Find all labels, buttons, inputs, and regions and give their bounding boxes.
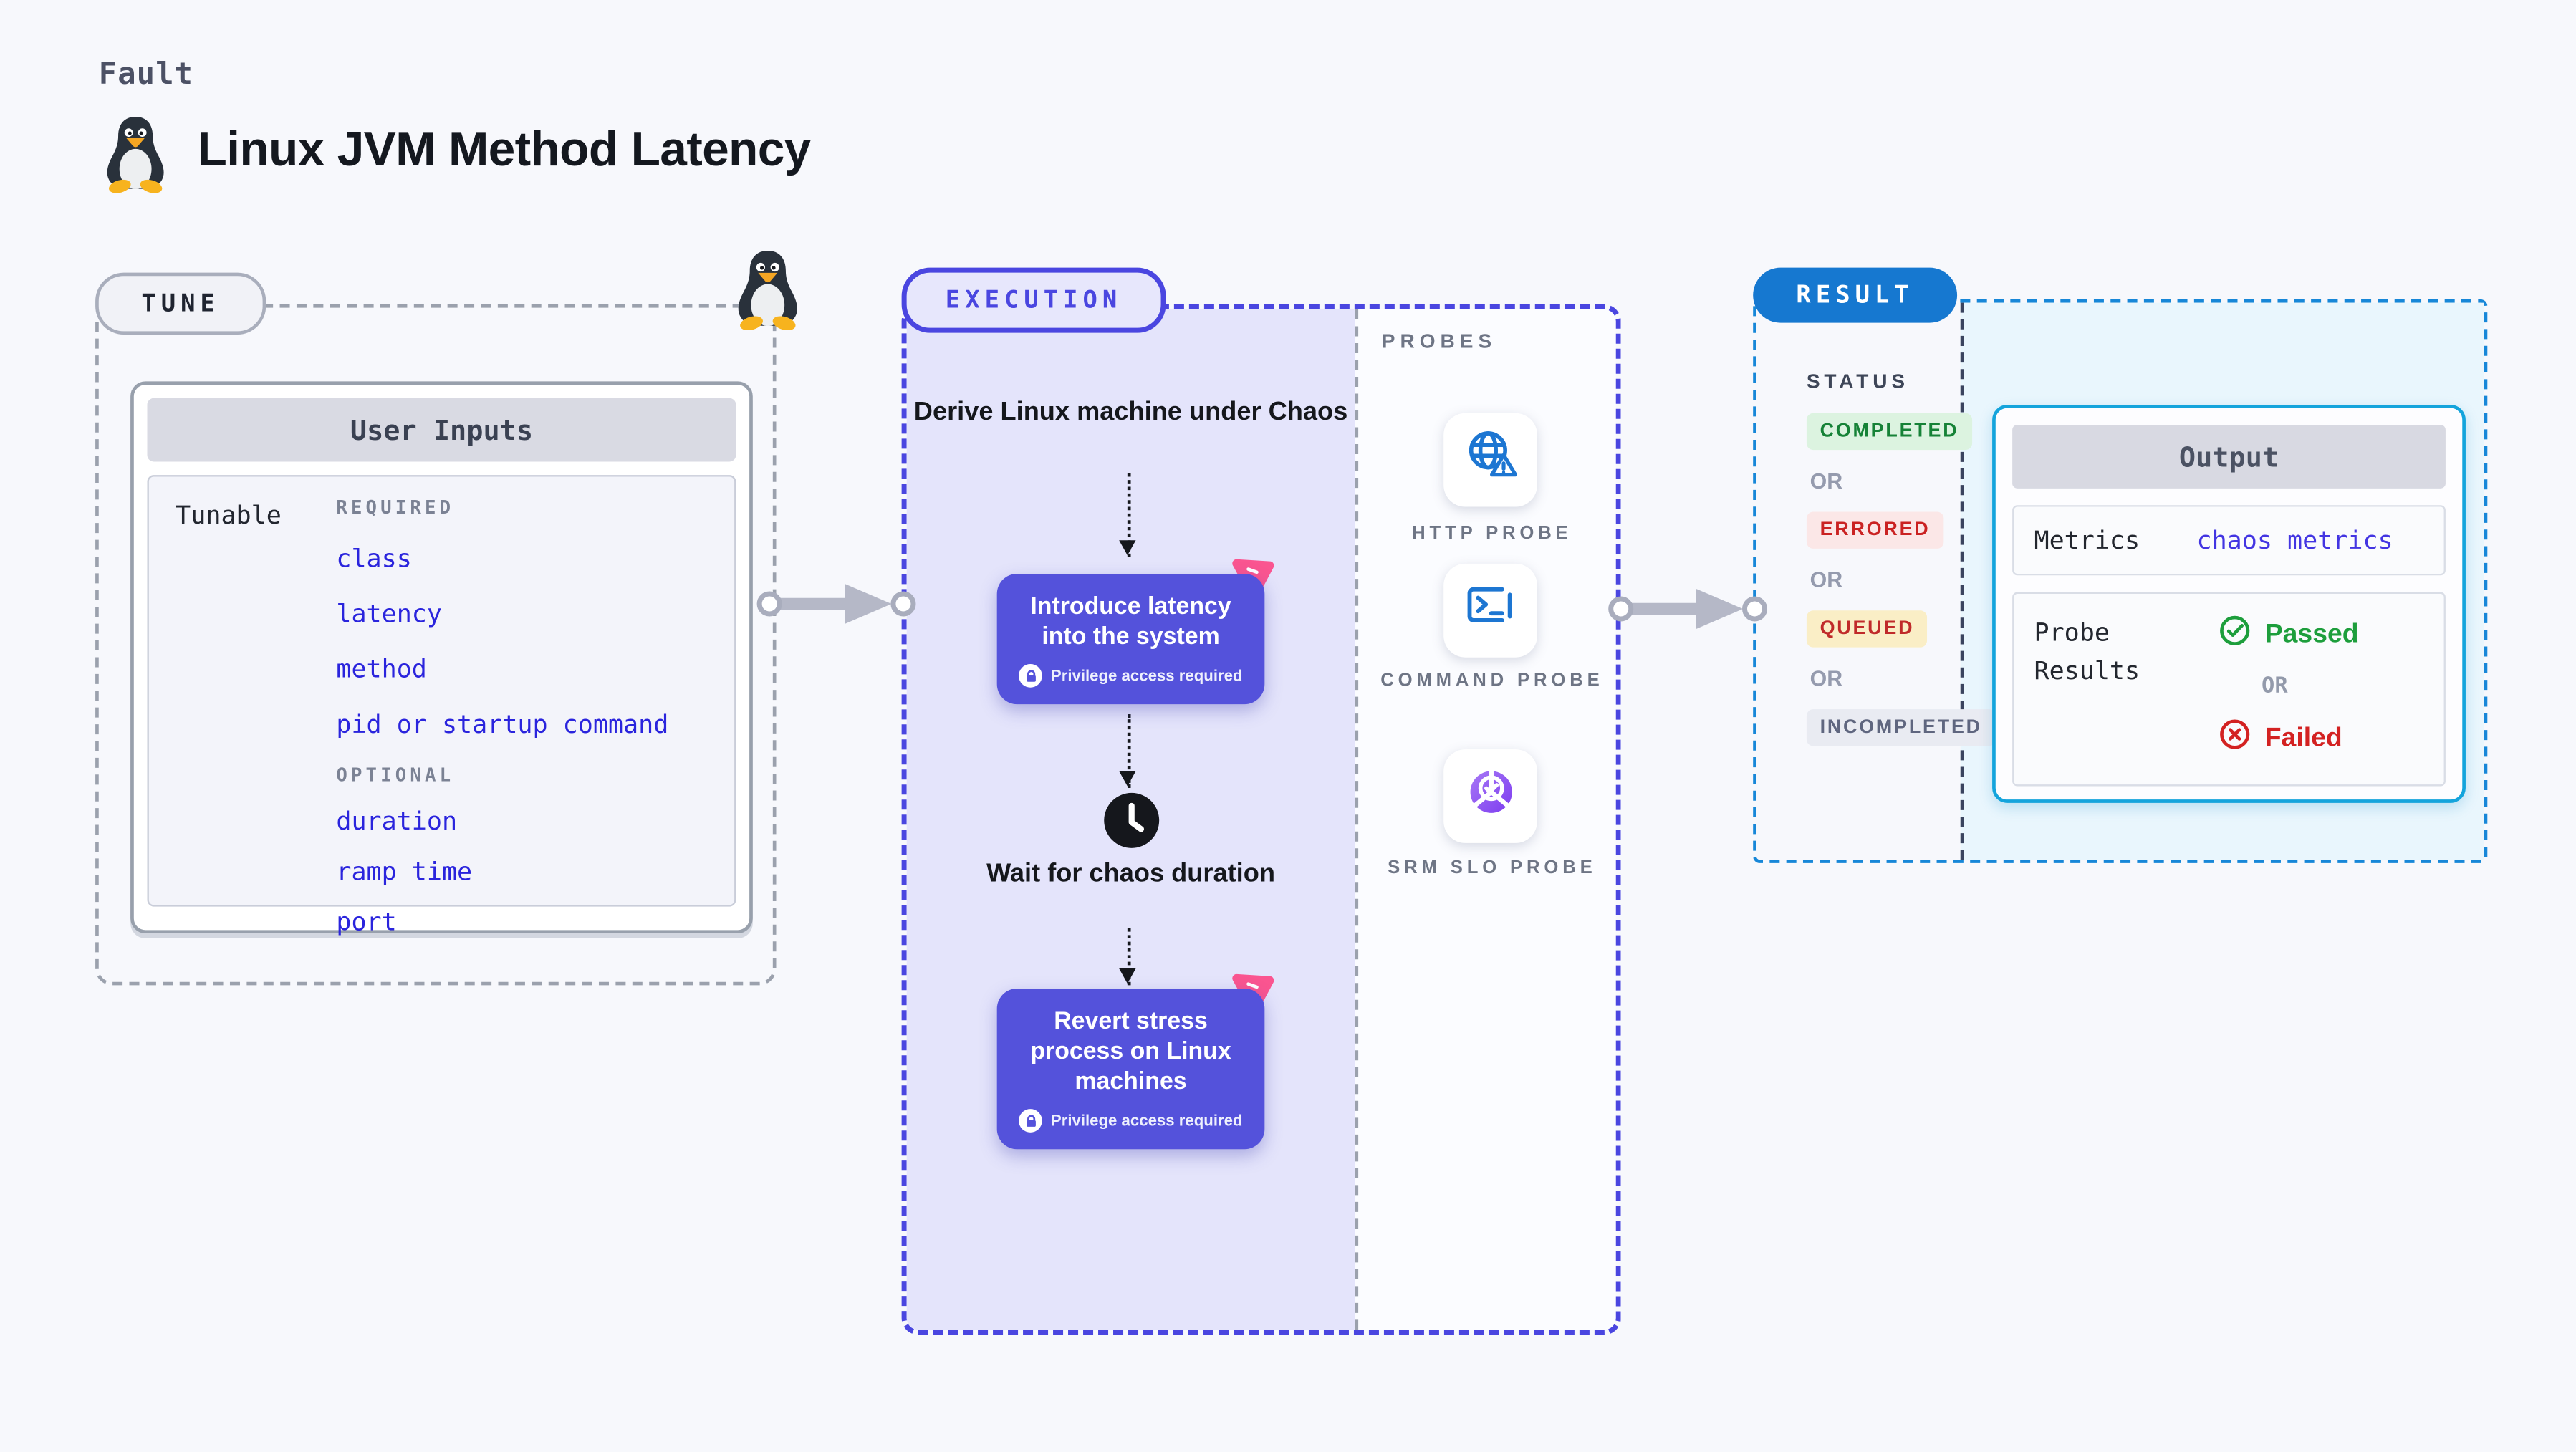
x-circle-icon [2218,718,2251,759]
derive-step-text: Derive Linux machine under Chaos [913,398,1348,427]
tune-section [95,304,777,986]
or-label: OR [1810,468,1843,494]
tunable-link-duration[interactable]: duration [336,806,458,837]
probes-panel: PROBES [1355,309,1616,1330]
action-title: Revert stress process on Linux machines [1030,1009,1231,1097]
tunable-link-pid-or-startup-command[interactable]: pid or startup command [336,709,669,740]
flow-connector [1119,473,1136,557]
probe-results-row: Probe Results Passed OR [2012,592,2446,787]
globe-alert-icon [1459,425,1521,495]
command-probe-label: COMMAND PROBE [1380,670,1604,691]
user-inputs-card: User Inputs Tunable REQUIRED class laten… [130,381,753,937]
check-circle-icon [2218,614,2251,655]
required-group-label: REQUIRED [336,496,455,519]
arrow-execution-to-result [1608,588,1768,629]
status-label: STATUS [1806,370,1909,393]
tunable-link-class[interactable]: class [336,543,412,574]
tunable-link-method[interactable]: method [336,654,427,685]
tux-icon [731,248,804,340]
or-label: OR [1810,567,1843,592]
tunable-link-port[interactable]: port [336,906,397,937]
command-probe-card [1443,563,1537,658]
wait-step-text: Wait for chaos duration [986,860,1275,888]
tunable-link-latency[interactable]: latency [336,598,442,629]
slo-check-icon [1459,761,1521,831]
user-inputs-header: User Inputs [147,398,736,462]
result-badge: RESULT [1753,267,1958,323]
privilege-note: Privilege access required [1050,1112,1243,1131]
metrics-row: Metrics chaos metrics [2012,505,2446,576]
introduce-latency-step: Introduce latency into the system Privil… [996,573,1265,705]
arrow-tune-to-execution [756,583,916,624]
optional-group-label: OPTIONAL [336,764,455,787]
failed-label: Failed [2264,723,2342,752]
lock-icon [1019,1110,1043,1133]
execution-section: PROBES [901,304,1621,1335]
srm-slo-probe-label: SRM SLO PROBE [1388,857,1597,878]
user-inputs-table: Tunable REQUIRED class latency method pi… [147,475,736,937]
status-list: COMPLETED OR ERRORED OR QUEUED OR INCOMP… [1806,413,1996,746]
tux-icon [100,114,170,203]
srm-slo-probe-card [1443,749,1537,843]
lock-icon [1019,664,1043,688]
clock-icon [1102,792,1161,858]
revert-stress-step: Revert stress process on Linux machines … [996,989,1265,1150]
action-title: Introduce latency into the system [1030,593,1231,651]
page-title: Linux JVM Method Latency [197,123,812,178]
status-badge-errored: ERRORED [1806,511,1944,549]
flow-connector [1119,928,1136,986]
probes-label: PROBES [1381,330,1497,353]
or-label: OR [2262,674,2288,700]
terminal-icon [1459,575,1521,645]
fault-kicker: Fault [98,57,194,92]
output-header: Output [2012,425,2446,489]
status-badge-completed: COMPLETED [1806,413,1973,451]
tunable-row-label: Tunable [176,500,282,531]
metrics-value: chaos metrics [2196,525,2393,556]
status-badge-incompleted: INCOMPLETED [1806,709,1996,746]
http-probe-label: HTTP PROBE [1412,523,1572,544]
flow-connector [1119,714,1136,788]
probe-results-label: Probe Results [2034,617,2140,686]
passed-label: Passed [2264,620,2359,648]
result-section: STATUS COMPLETED OR ERRORED OR QUEUED OR… [1753,299,2488,863]
http-probe-card [1443,413,1537,507]
privilege-note: Privilege access required [1050,667,1243,686]
tune-badge: TUNE [95,272,266,335]
output-card: Output Metrics chaos metrics Probe Resul… [1992,405,2466,803]
metrics-label: Metrics [2034,525,2140,556]
status-badge-queued: QUEUED [1806,610,1928,648]
execution-badge: EXECUTION [901,267,1166,333]
or-label: OR [1810,665,1843,691]
tunable-link-ramp-time[interactable]: ramp time [336,856,473,887]
